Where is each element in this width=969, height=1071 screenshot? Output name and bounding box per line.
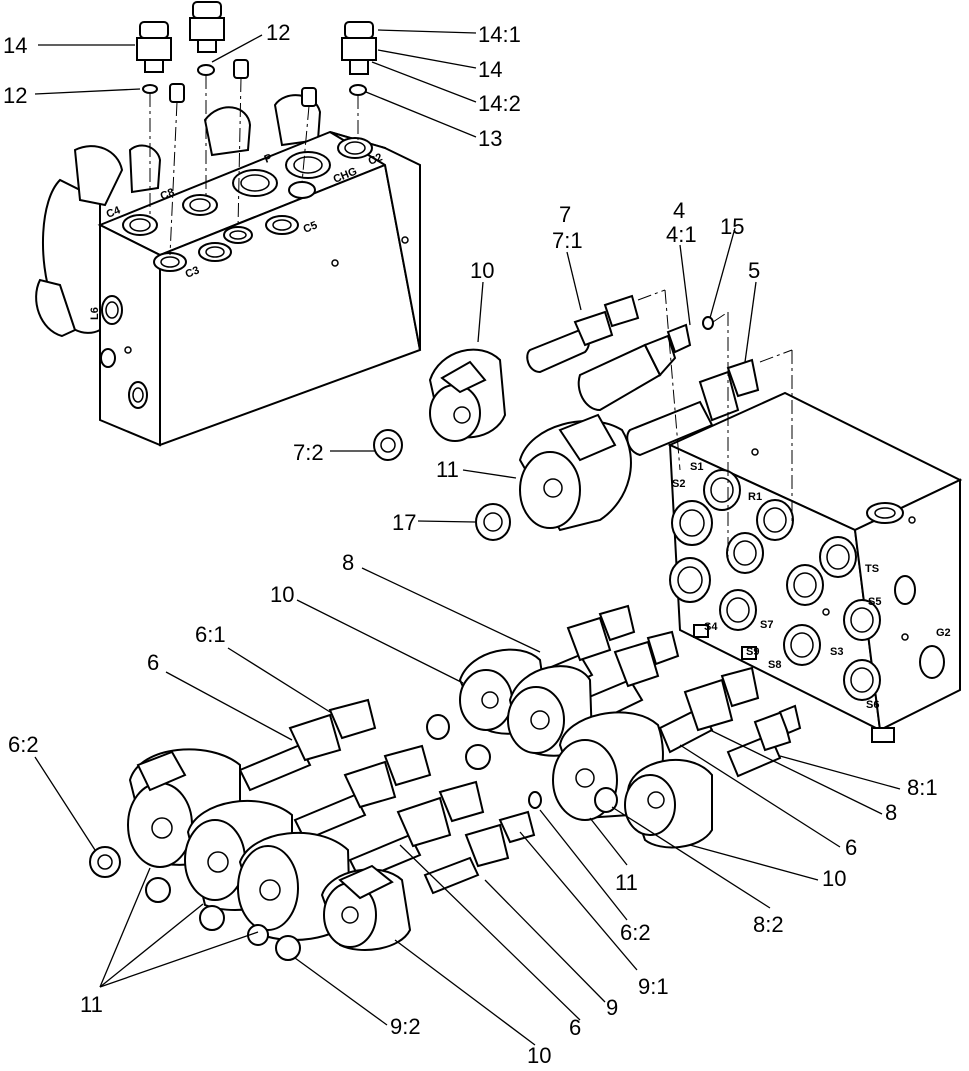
plug-13 xyxy=(349,84,367,96)
port-label-s5: S5 xyxy=(868,596,881,608)
port-label-r1: R1 xyxy=(748,491,762,503)
callout-14-1: 14:1 xyxy=(478,22,521,47)
callout-14-left: 14 xyxy=(3,33,27,58)
port-label-s3: S3 xyxy=(830,646,843,658)
callout-9-1: 9:1 xyxy=(638,974,669,999)
port-label-p: P xyxy=(263,152,274,166)
callout-8-upper: 8 xyxy=(342,550,354,575)
callout-6-1: 6:1 xyxy=(195,622,226,647)
plug-rear xyxy=(301,87,317,107)
callout-15: 15 xyxy=(720,214,744,239)
valve-cartridge-7 xyxy=(526,294,640,374)
valve-cartridge-4 xyxy=(577,323,692,412)
coil-11-upper xyxy=(518,413,632,532)
nut-8-2 xyxy=(594,787,618,813)
lower-manifold-block: S1 S2 R1 TS S5 S4 S7 S9 S8 S3 G2 S6 xyxy=(667,391,963,743)
callout-labels: 14 12 12 14:1 14 14:2 13 7 7:1 4 4:1 15 … xyxy=(3,20,938,1068)
seal-15 xyxy=(702,316,714,330)
plug-right xyxy=(233,59,249,79)
port-label-g2: G2 xyxy=(936,627,951,639)
port-label-c8: C8 xyxy=(159,186,177,202)
port-label-s4: S4 xyxy=(704,621,718,633)
port-label-ts: TS xyxy=(865,563,879,575)
callout-12-left: 12 xyxy=(3,83,27,108)
nut-9-2 xyxy=(275,935,301,961)
valve-cartridge-6-right xyxy=(658,666,760,754)
callout-14-right: 14 xyxy=(478,57,502,82)
callout-14-2: 14:2 xyxy=(478,91,521,116)
callout-6-2-left: 6:2 xyxy=(8,732,39,757)
callout-9: 9 xyxy=(606,995,618,1020)
nut-mid xyxy=(465,744,491,770)
nut-6-2-left xyxy=(89,846,121,878)
seal-12-center xyxy=(197,64,215,76)
callout-13: 13 xyxy=(478,126,502,151)
callout-11-upper: 11 xyxy=(436,457,459,482)
port-label-l6: L6 xyxy=(89,307,101,320)
callout-10-mid: 10 xyxy=(270,582,294,607)
callout-7-2: 7:2 xyxy=(293,440,324,465)
valve-cartridge-9 xyxy=(423,791,542,895)
callout-6-lower: 6 xyxy=(569,1015,581,1040)
port-label-s8: S8 xyxy=(768,659,781,671)
nut-7-2 xyxy=(373,429,403,461)
upper-manifold-block: C4 C8 P CHG C2 C3 C5 L6 xyxy=(35,1,422,447)
fitting-14-right xyxy=(341,21,377,75)
port-label-s2: S2 xyxy=(672,478,685,490)
port-label-c4: C4 xyxy=(105,204,123,221)
callout-4: 4 xyxy=(673,198,685,223)
callout-9-2: 9:2 xyxy=(390,1014,421,1039)
callout-17: 17 xyxy=(392,510,416,535)
coil-11-c xyxy=(237,831,352,941)
port-label-c2: C2 xyxy=(367,151,385,167)
nut-upper-mid xyxy=(426,714,450,740)
callout-12-top: 12 xyxy=(266,20,290,45)
callout-5: 5 xyxy=(748,258,760,283)
port-label-s6: S6 xyxy=(866,699,879,711)
callout-10-right: 10 xyxy=(822,866,846,891)
fitting-center xyxy=(189,1,225,53)
valve-cartridge-8-lower xyxy=(726,704,802,778)
valve-cartridge-6-b xyxy=(293,744,432,842)
port-label-c3: C3 xyxy=(184,264,202,280)
callout-7: 7 xyxy=(559,202,571,227)
coil-10-lower xyxy=(320,864,412,951)
port-label-s9: S9 xyxy=(746,646,759,658)
nut-17 xyxy=(475,503,511,541)
callout-6-left: 6 xyxy=(147,650,159,675)
callout-4-1: 4:1 xyxy=(666,222,697,247)
port-label-s1: S1 xyxy=(690,461,703,473)
callout-7-1: 7:1 xyxy=(552,228,583,253)
fitting-14-left xyxy=(136,21,172,73)
port-label-c5: C5 xyxy=(302,219,320,235)
coil-10-right xyxy=(624,759,713,849)
callout-8-right: 8 xyxy=(885,800,897,825)
leader-lines xyxy=(34,29,901,1046)
nut-b xyxy=(199,905,225,931)
callout-10-lower: 10 xyxy=(527,1043,551,1068)
callout-6-2-right: 6:2 xyxy=(620,920,651,945)
seal-12-left xyxy=(142,84,158,94)
callout-11-right: 11 xyxy=(615,870,638,895)
coil-10-upper xyxy=(428,348,507,442)
plug-left xyxy=(169,83,185,103)
callout-8-2: 8:2 xyxy=(753,912,784,937)
callout-11-lower: 11 xyxy=(80,992,103,1017)
nut-a xyxy=(145,877,171,903)
valve-cartridge-6-a xyxy=(238,698,377,792)
callout-10-upper: 10 xyxy=(470,258,494,283)
callout-8-1: 8:1 xyxy=(907,775,938,800)
callout-6-right: 6 xyxy=(845,835,857,860)
port-label-s7: S7 xyxy=(760,619,773,631)
